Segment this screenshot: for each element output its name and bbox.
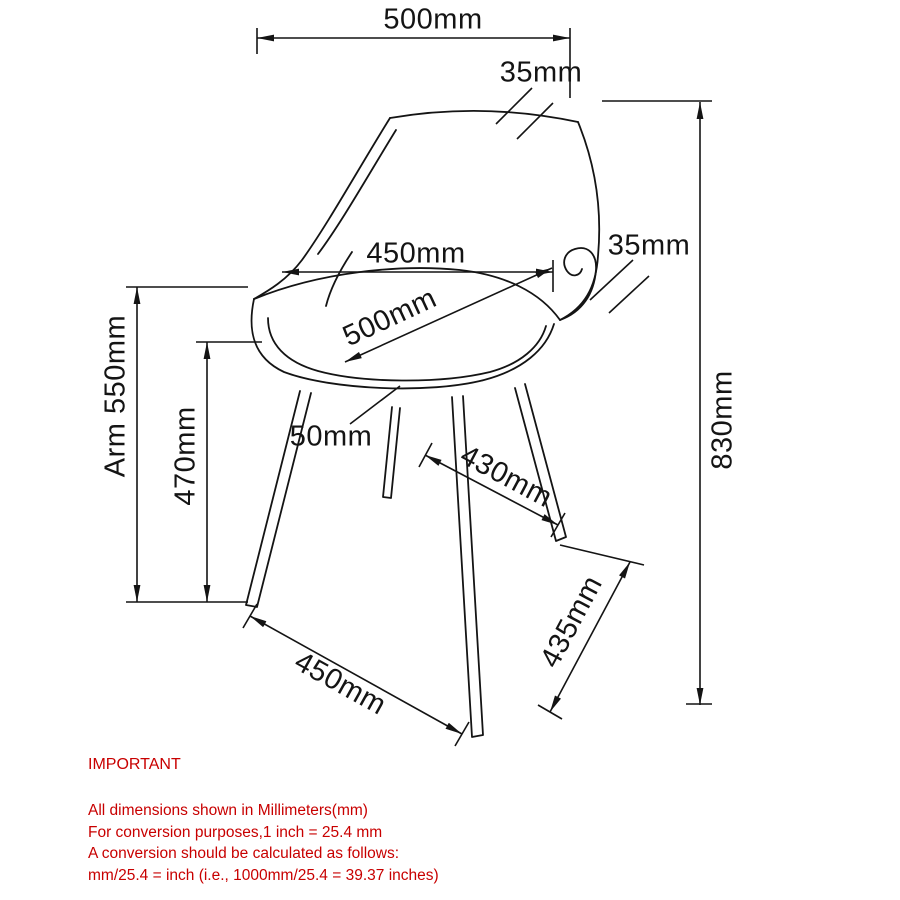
important-notes: IMPORTANT All dimensions shown in Millim… xyxy=(88,756,439,886)
dimension-lines xyxy=(126,28,712,747)
dim-label-arm-thickness: 35mm xyxy=(607,229,691,262)
dim-label-back-thickness: 35mm xyxy=(499,56,583,89)
notes-heading: IMPORTANT xyxy=(88,756,181,773)
dim-label-overall-height: 830mm xyxy=(706,370,739,470)
dim-line-cushion xyxy=(349,385,401,425)
dim-label-arm-height: Arm 550mm xyxy=(99,314,132,478)
dim-line-arm-thickness xyxy=(589,259,650,314)
dim-line-rear-leg xyxy=(424,454,559,526)
notes-line: mm/25.4 = inch (i.e., 1000mm/25.4 = 39.3… xyxy=(88,866,439,884)
notes-line: All dimensions shown in Millimeters(mm) xyxy=(88,802,368,819)
dim-label-cushion-thickness: 50mm xyxy=(289,420,373,453)
dim-line-back-thickness xyxy=(495,87,554,140)
dim-line-seat-diagonal xyxy=(344,267,553,363)
dim-line-front-width xyxy=(249,615,463,735)
dim-line-front-leg xyxy=(549,561,631,713)
dim-label-top-width: 500mm xyxy=(383,3,483,36)
notes-line: A conversion should be calculated as fol… xyxy=(88,845,400,862)
dim-label-seat-width: 450mm xyxy=(366,237,466,270)
notes-line: For conversion purposes,1 inch = 25.4 mm xyxy=(88,823,383,841)
dim-label-seat-height: 470mm xyxy=(169,406,202,506)
